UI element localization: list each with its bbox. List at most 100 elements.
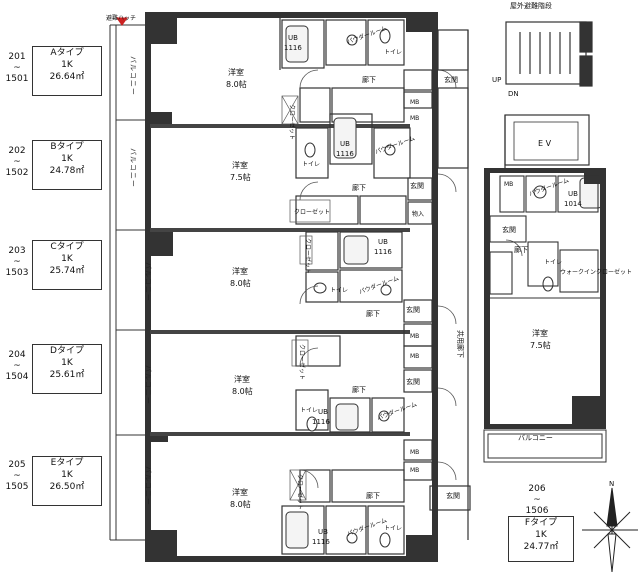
entrance-c: 玄関 (406, 305, 420, 314)
range-to: 1503 (5, 268, 29, 278)
corridor-c: 廊下 (366, 309, 380, 318)
entrance-d: 玄関 (406, 377, 420, 386)
ub-c-label: UB (378, 238, 388, 246)
corridor-b: 廊下 (352, 183, 366, 192)
unit-range-e: 205 ~ 1505 (4, 460, 30, 493)
closet-a: クローゼット (288, 104, 296, 140)
mb-7: MB (504, 181, 513, 188)
toilet-d: トイレ (300, 407, 318, 414)
room-a-name: 洋室 (228, 67, 244, 77)
unit-dividers (150, 124, 410, 436)
bathtubs (285, 25, 603, 549)
unit-range-b: 202 ~ 1502 (4, 146, 30, 179)
ub-d-size: 1116 (312, 418, 330, 426)
ub-c-size: 1116 (374, 248, 392, 256)
powder-f: パウダールーム (528, 176, 570, 198)
room-d-size: 8.0帖 (232, 386, 253, 396)
type-box-e: Eタイプ 1K 26.50㎡ (32, 456, 102, 506)
fixtures (304, 28, 554, 548)
shared-corridor-label: 共用廊下 (456, 330, 465, 358)
range-to: 1501 (5, 74, 29, 84)
room-e-name: 洋室 (232, 487, 248, 497)
range-from: 206 (528, 484, 546, 494)
corridor-e: 廊下 (366, 491, 380, 500)
range-from: 204 (8, 350, 26, 360)
ub-f-label: UB (568, 190, 578, 198)
balcony-label-f: バルコニー (518, 434, 553, 442)
unit-f-walls (484, 168, 606, 429)
ub-a-size: 1116 (284, 44, 302, 52)
range-tilde: ~ (13, 63, 21, 73)
ub-e-size: 1116 (312, 538, 330, 546)
type-area: 24.77㎡ (523, 542, 559, 552)
type-box-b: Bタイプ 1K 24.78㎡ (32, 140, 102, 190)
balcony-label-c: バルコニー (144, 262, 152, 302)
interior-partitions (279, 18, 471, 555)
mb-3: MB (410, 333, 419, 340)
room-b-size: 7.5帖 (230, 172, 251, 182)
ub-e-label: UB (318, 528, 328, 536)
type-area: 26.64㎡ (49, 72, 85, 82)
evac-stairs-label: 屋外避難階段 (510, 1, 552, 10)
range-to: 1505 (5, 482, 29, 492)
ub-b-label: UB (340, 140, 350, 148)
balcony-outline (109, 24, 150, 541)
storage-b: 物入 (412, 210, 424, 218)
building-walls (145, 12, 438, 562)
mb-5: MB (410, 449, 419, 456)
range-tilde: ~ (13, 361, 21, 371)
range-from: 203 (8, 246, 26, 256)
entrance-f: 玄関 (502, 225, 516, 234)
range-to: 1504 (5, 372, 29, 382)
balcony-label-a: バルコニー (129, 56, 137, 96)
closet-e: クローゼット (296, 474, 304, 510)
unit-range-f: 206 ~ 1506 (524, 484, 550, 517)
type-box-c: Cタイプ 1K 25.74㎡ (32, 240, 102, 290)
type-layout: 1K (61, 154, 73, 164)
type-layout: 1K (535, 530, 547, 540)
unit-range-c: 203 ~ 1503 (4, 246, 30, 279)
stairs-dn-label: DN (508, 90, 519, 98)
type-box-a: Aタイプ 1K 26.64㎡ (32, 46, 102, 96)
room-b-name: 洋室 (232, 160, 248, 170)
entrance-e: 玄関 (446, 491, 460, 500)
type-layout: 1K (61, 470, 73, 480)
range-from: 202 (8, 146, 26, 156)
core-area (437, 21, 593, 540)
unit-range-d: 204 ~ 1504 (4, 350, 30, 383)
closet-d: クローゼット (298, 344, 306, 380)
unit-f-partitions (489, 175, 600, 299)
corridor-f: 廊下 (514, 245, 528, 254)
powder-c: パウダールーム (358, 274, 400, 296)
closets (281, 95, 331, 501)
type-area: 26.50㎡ (49, 482, 85, 492)
type-area: 25.61㎡ (49, 370, 85, 380)
toilet-b: トイレ (302, 161, 320, 168)
room-e-size: 8.0帖 (230, 499, 251, 509)
type-box-f: Fタイプ 1K 24.77㎡ (508, 516, 574, 562)
type-layout: 1K (61, 254, 73, 264)
type-name: Bタイプ (50, 142, 84, 152)
balcony-label-d: バルコニー (144, 365, 152, 405)
toilet-a: トイレ (384, 49, 402, 56)
entrance-b: 玄関 (410, 181, 424, 190)
elevator-label: E V (538, 139, 552, 148)
room-f-name: 洋室 (532, 328, 548, 338)
toilet-f: トイレ (544, 259, 562, 266)
room-a-size: 8.0帖 (226, 79, 247, 89)
range-to: 1502 (5, 168, 29, 178)
unit-f-balcony (483, 429, 607, 463)
type-box-d: Dタイプ 1K 25.61㎡ (32, 344, 102, 394)
type-name: Cタイプ (50, 242, 84, 252)
entrance-a: 玄関 (444, 75, 458, 84)
room-d-name: 洋室 (234, 374, 250, 384)
compass (582, 487, 638, 573)
ub-a-label: UB (288, 34, 298, 42)
type-area: 24.78㎡ (49, 166, 85, 176)
type-layout: 1K (61, 358, 73, 368)
room-c-size: 8.0帖 (230, 278, 251, 288)
type-name: Eタイプ (50, 458, 84, 468)
type-name: Aタイプ (50, 48, 84, 58)
closet-c: クローゼット (304, 238, 312, 274)
